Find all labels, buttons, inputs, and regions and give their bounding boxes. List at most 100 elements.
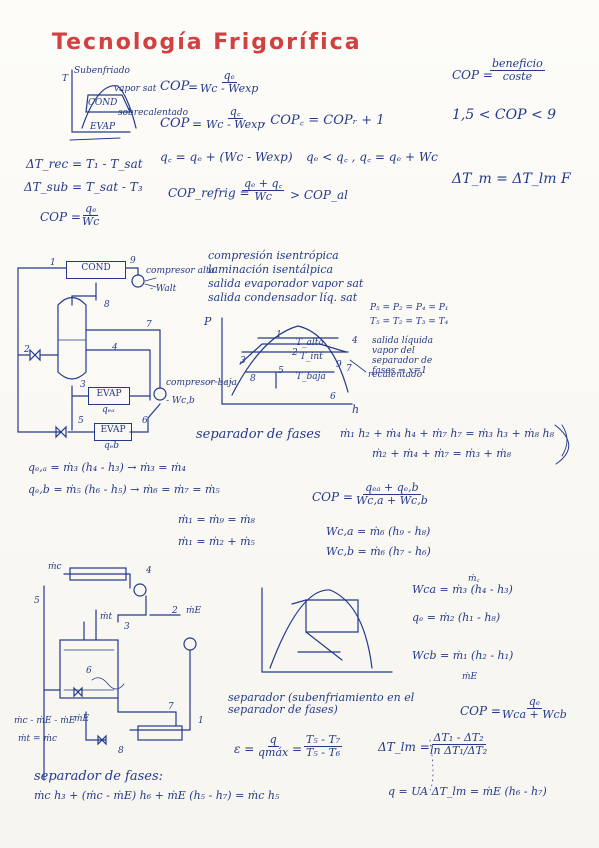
c2-m-label-2: ṁE [462,672,478,682]
assumption: salida evaporador vapor sat [208,277,364,290]
c2-m-label: ṁ꜀ [468,574,480,584]
ph-point: 5 [278,366,284,376]
ph-point: 3 [240,356,246,366]
node-label: 7 [146,320,152,330]
mass-equation-1: ṁ₁ = ṁ₉ = ṁ₈ [178,513,255,526]
mini-label: T [62,74,69,84]
q-ea-label: qₑₐ [102,405,115,415]
separator-title: separador de fases [196,427,321,442]
separator-note: salida líquida vapor del separador de fa… [372,336,434,376]
mass-equation-2: ṁ₁ = ṁ₂ + ṁ₅ [178,535,255,548]
node-label: 8 [104,300,110,310]
ph-point: 7 [346,364,352,374]
cop-refrig-frac: qₑ + q꜀ Wc [242,177,285,203]
pressure-equalities: P₅ = P₂ = P₄ = P₁ [370,303,449,313]
ph-point: 4 [352,336,358,346]
node-label: 1 [50,258,56,268]
cop-general-frac: beneficio coste [490,57,545,83]
qc-equation: q꜀ = qₑ + (Wc - Wexp) [160,150,293,164]
compressor-high-label: compresor alta [146,266,215,276]
c2-label: ṁt [100,612,113,622]
node-label: 5 [78,416,84,426]
assumption: compresión isentrópica [208,249,339,262]
c2-separator-equation: ṁc h₃ + (ṁc - ṁE) h₆ + ṁE (h₅ - h₇) = ṁc… [34,789,280,802]
mini-label: vapor sat [114,84,157,94]
cycle1-schematic [17,267,167,439]
c2-separator-title: separador de fases: [34,769,164,784]
assumption: salida condensador líq. sat [208,291,358,304]
evaporator-b-box: EVAP [94,423,132,441]
c2-label: 7 [168,702,174,712]
dtlm-lhs: ΔT_lm = [378,740,430,754]
c2-mass-note: ṁc - ṁE - ṁE [14,716,76,726]
mini-label: COND [88,98,118,108]
ph-point: 1 [276,330,282,340]
ph-point: 2 [292,348,298,358]
cop-relation: , COP꜀ = COPᵣ + 1 [262,113,385,128]
eps-lhs: ε = [234,742,255,756]
cop-range: 1,5 < COP < 9 [452,107,557,123]
c2-label: ṁE [74,714,90,724]
cop-simple-lhs: COP = [40,210,81,224]
c2-label: 2 [172,606,178,616]
separator-mass-eq: ṁ₂ + ṁ₄ + ṁ₇ = ṁ₃ + ṁ₈ [372,447,512,460]
condenser-box: COND [66,261,126,279]
compressor-low-label: compresor baja [166,378,237,388]
cop-c-frac: q꜀ Wc - Wexp [206,105,265,131]
cop-simple-frac: qₑ Wc [82,202,100,228]
assumption: laminación isentálpica [208,263,334,276]
c2-label: 8 [118,746,124,756]
mini-ts-diagram [69,69,137,141]
c2-label: 4 [146,566,152,576]
node-label: 9 [130,256,136,266]
c2-qe: qₑ = ṁ₂ (h₁ - h₈) [412,611,501,624]
dt-rec: ΔT_rec = T₁ - T_sat [26,157,143,171]
c2-label: ṁc [48,562,62,572]
eps-frac-1: q qmáx [258,733,289,759]
ph-point: 8 [250,374,256,384]
ph-temp-label: T_int [300,352,323,362]
cycle2-ts-diagram [261,587,393,673]
c2-heat-equation: q = UA ΔT_lm = ṁE (h₆ - h₇) [388,785,547,798]
qeb-equation: qₑ,b = ṁ₅ (h₆ - h₅) → ṁ₆ = ṁ₇ = ṁ₅ [28,483,220,496]
cop-general-lhs: COP = [452,68,493,82]
wcb-equation: Wc,b = ṁ₆ (h₇ - h₆) [326,545,431,558]
cop-r-frac: qₑ Wc - Wexp [200,69,259,95]
cycle1-ph-diagram [209,317,568,457]
ph-temp-label: T_baja [296,372,326,382]
node-label: 4 [112,343,118,353]
dtm-equation: ΔT_m = ΔT_lm F [452,171,571,187]
wca-equation: Wc,a = ṁ₆ (h₉ - h₈) [326,525,431,538]
page-title: Tecnología Frigorífica [52,30,362,55]
ph-point: 6 [330,392,336,402]
node-label: 2 [24,345,30,355]
c2-wcb: Wcb = ṁ₁ (h₂ - h₁) [412,649,514,662]
ph-axis-p: P [204,315,212,328]
temperature-equalities: T₅ = T₂ = T₃ = T₄ [370,317,449,327]
cop-refrig-rhs: > COP_al [290,188,348,202]
separator-energy-eq: ṁ₁ h₂ + ṁ₄ h₄ + ṁ₇ h₇ = ṁ₃ h₃ + ṁ₈ h₈ [340,427,554,440]
node-label: 3 [80,380,86,390]
cop-refrig-lhs: COP_refrig = [168,186,250,200]
mini-label: EVAP [90,122,116,132]
c2-label: 3 [124,622,130,632]
ph-axis-h: h [352,403,360,416]
cop-c-lhs: COP [160,116,190,131]
eps-frac-2: T₅ - T₇ T₅ - T₆ [304,733,343,759]
c2-label: 5 [34,596,40,606]
c2-label: 1 [198,716,204,726]
c2-cop-lhs: COP = [460,704,501,718]
cycle2-schematic [43,567,197,781]
dt-sub: ΔT_sub = T_sat - T₃ [24,180,143,194]
superheated-label: recalentado [368,370,423,380]
cop1-lhs: COP = [312,490,353,504]
c2-label: ṁE [186,606,202,616]
ph-temp-label: T_alta [296,338,324,348]
q-eb-label: qₑb [104,441,120,451]
mini-label: sobrecalentado [118,108,188,118]
c2-separator-note: separador (subenfriamiento en el separad… [228,691,415,716]
node-label: 6 [142,416,148,426]
compressor-low-work: - Wc,b [166,396,195,406]
